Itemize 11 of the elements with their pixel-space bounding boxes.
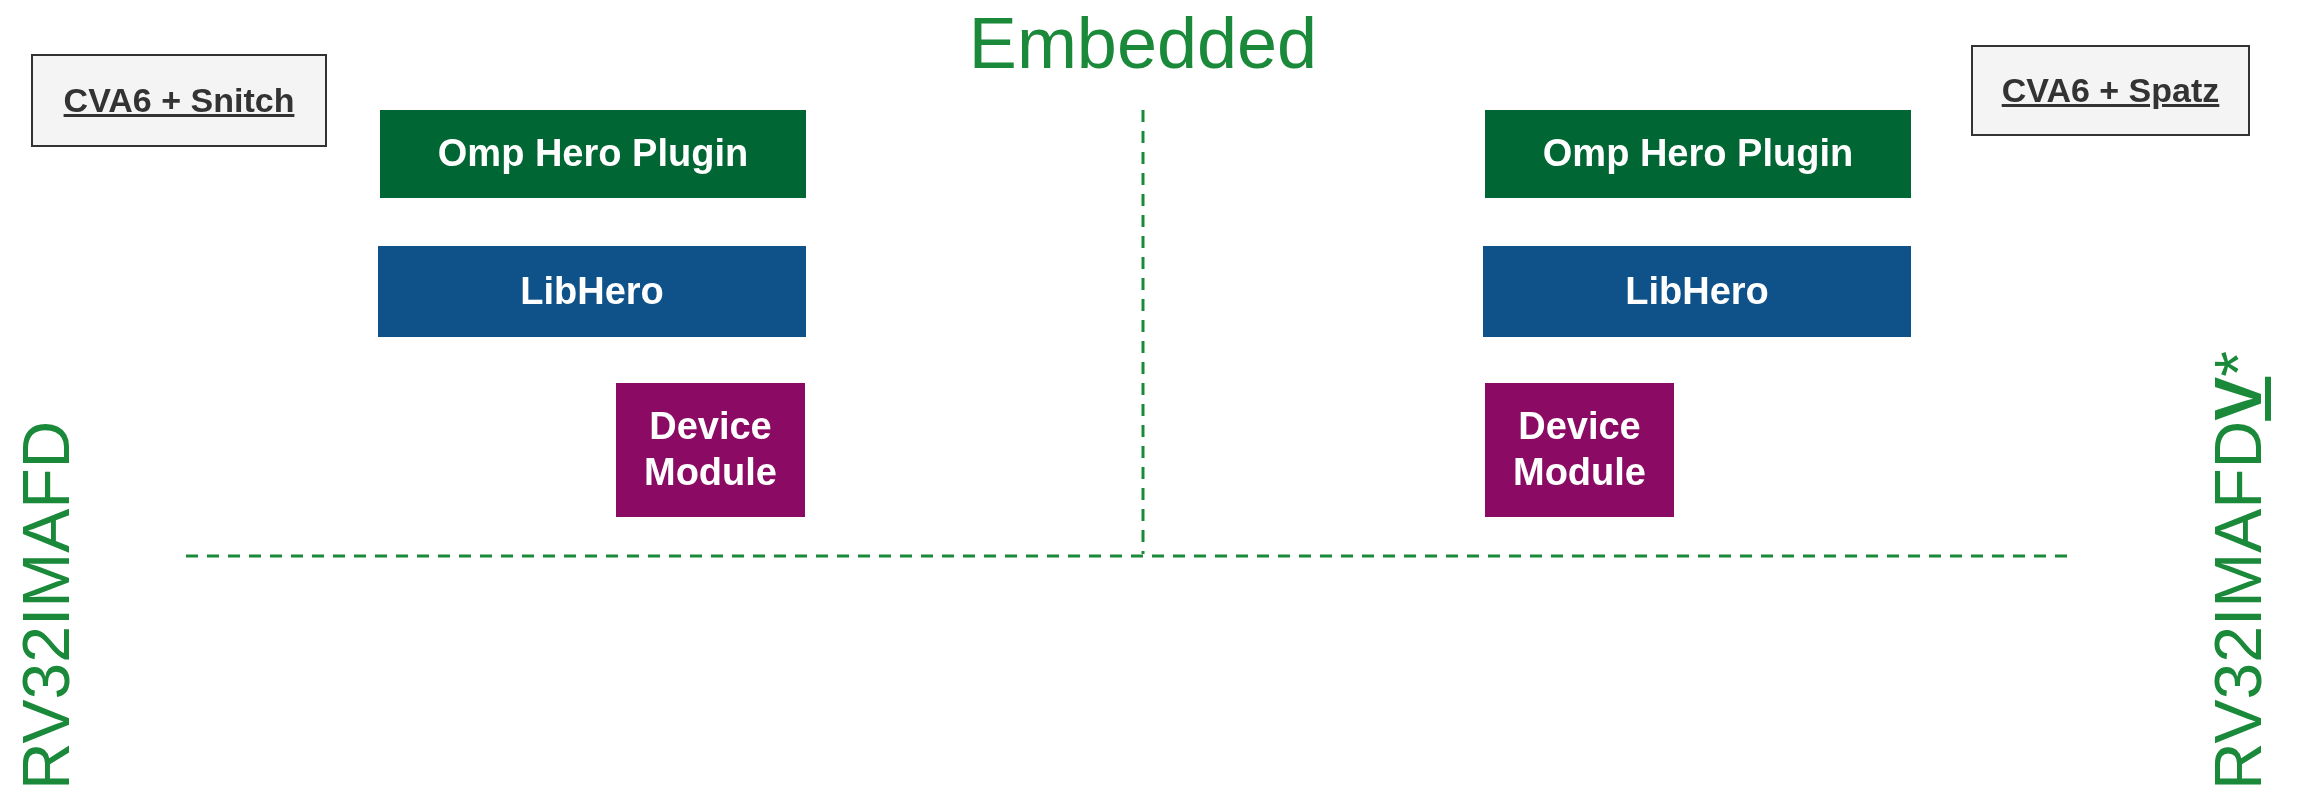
instruction-set-label: RV32IMAFD (8, 420, 84, 790)
module-block: Device Module (1485, 383, 1674, 517)
title: Embedded (967, 2, 1319, 84)
plugin-block: Omp Hero Plugin (380, 110, 806, 198)
library-block: LibHero (378, 246, 806, 337)
core-tag: CVA6 + Snitch (31, 54, 327, 147)
core-tag: CVA6 + Spatz (1971, 45, 2250, 136)
library-block: LibHero (1483, 246, 1911, 337)
module-block: Device Module (616, 383, 805, 517)
plugin-block: Omp Hero Plugin (1485, 110, 1911, 198)
instruction-set-label: RV32IMAFDV* (2200, 351, 2276, 790)
